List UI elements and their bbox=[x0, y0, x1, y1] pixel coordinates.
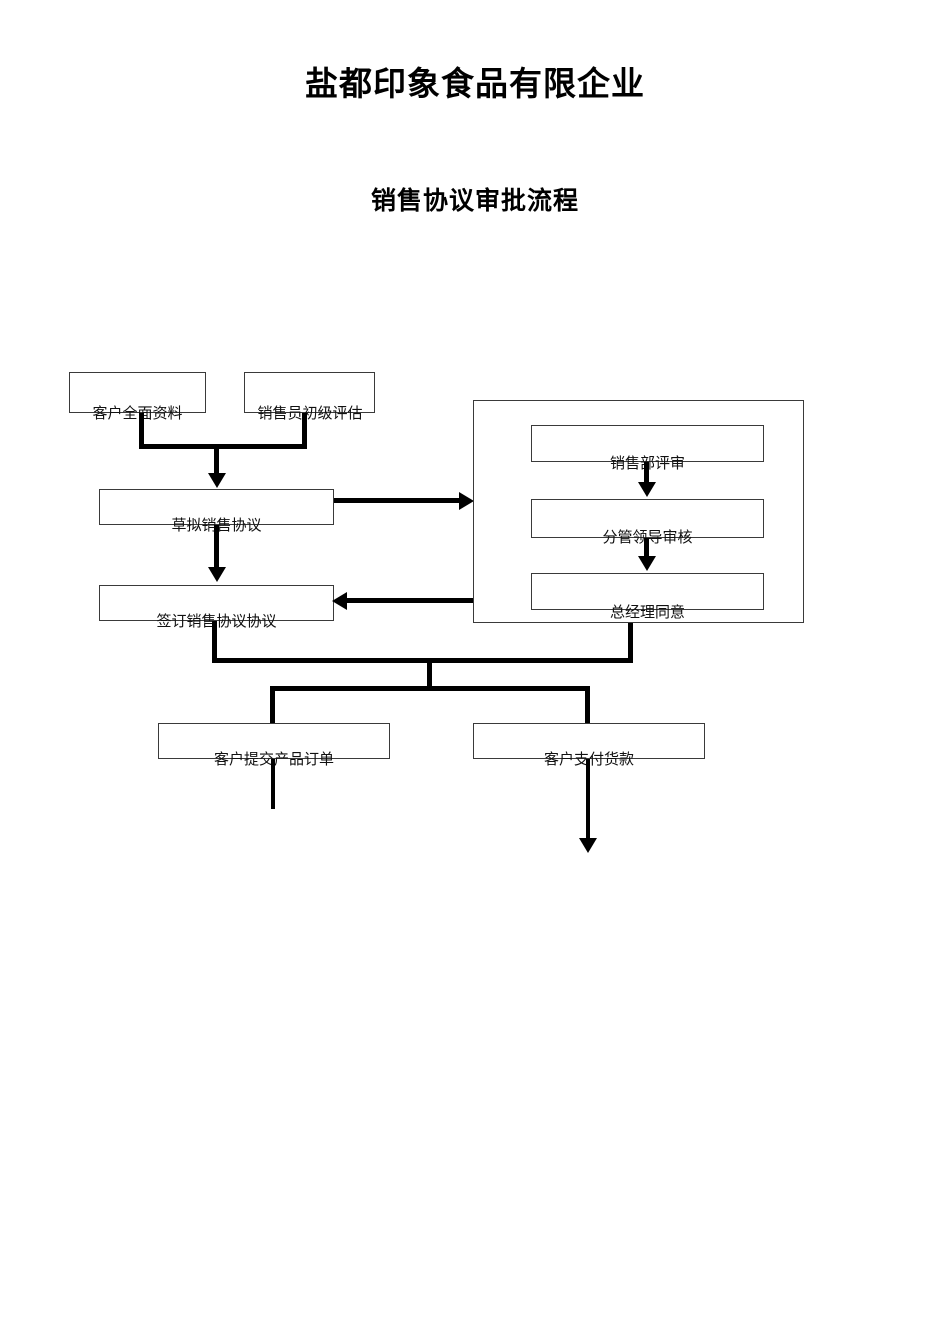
node-draft-agreement[interactable] bbox=[99, 489, 334, 525]
node-customer-payment[interactable] bbox=[473, 723, 705, 759]
connector-split-to-order bbox=[270, 686, 275, 725]
connector-bottom-split-horizontal bbox=[270, 686, 589, 691]
connector-sign-down bbox=[212, 621, 217, 663]
page-title: 盐都印象食品有限企业 bbox=[305, 64, 645, 103]
node-sales-dept-review[interactable] bbox=[531, 425, 764, 462]
arrowhead-to-sign-agreement-left bbox=[332, 592, 347, 610]
connector-customer-info-down bbox=[139, 413, 144, 449]
node-sign-agreement[interactable] bbox=[99, 585, 334, 621]
node-customer-info[interactable] bbox=[69, 372, 206, 413]
connector-merge-horizontal bbox=[139, 444, 307, 449]
page-subtitle: 销售协议审批流程 bbox=[370, 186, 579, 215]
group-approval-frame bbox=[473, 400, 804, 623]
node-customer-order[interactable] bbox=[158, 723, 390, 759]
connector-salesperson-eval-down bbox=[302, 413, 307, 449]
connector-sales-to-leader bbox=[644, 462, 649, 484]
connector-group-to-sign bbox=[346, 598, 474, 603]
connector-draft-to-sign bbox=[214, 525, 219, 569]
arrowhead-payment-terminal bbox=[579, 838, 597, 853]
connector-order-stub bbox=[271, 759, 275, 809]
connector-leader-to-gm bbox=[644, 538, 649, 558]
node-leader-review[interactable] bbox=[531, 499, 764, 538]
arrowhead-to-sign-agreement bbox=[208, 567, 226, 582]
arrowhead-to-leader-review bbox=[638, 482, 656, 497]
connector-payment-down bbox=[586, 759, 590, 842]
arrowhead-to-gm-approval bbox=[638, 556, 656, 571]
connector-group-down bbox=[628, 623, 633, 663]
node-gm-approval[interactable] bbox=[531, 573, 764, 610]
connector-bottom-merge-stem bbox=[427, 658, 432, 690]
node-salesperson-eval[interactable] bbox=[244, 372, 375, 413]
connector-split-to-payment bbox=[585, 686, 590, 725]
connector-bottom-merge-horizontal bbox=[212, 658, 633, 663]
arrowhead-to-approval-group bbox=[459, 492, 474, 510]
arrowhead-to-draft-agreement bbox=[208, 473, 226, 488]
connector-merge-stem bbox=[214, 444, 219, 476]
connector-draft-to-group bbox=[334, 498, 462, 503]
